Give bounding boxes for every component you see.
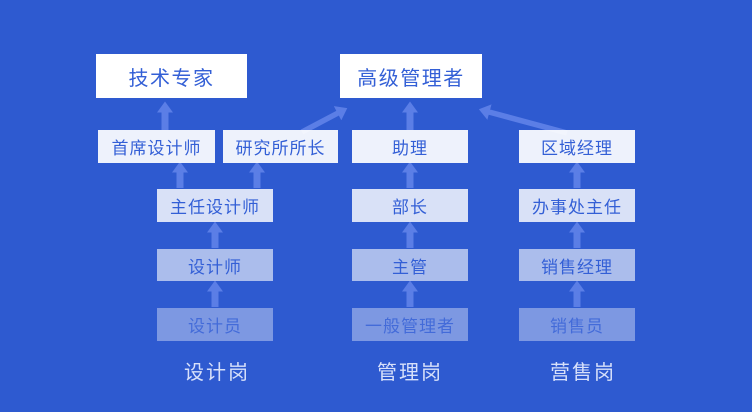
node-design-staff: 设计员 <box>157 308 273 341</box>
node-tech-expert: 技术专家 <box>96 54 247 98</box>
column-label-sales: 营售岗 <box>550 360 616 384</box>
node-office-director: 办事处主任 <box>519 189 635 222</box>
node-designer: 设计师 <box>157 249 273 281</box>
node-assistant: 助理 <box>352 130 468 163</box>
node-director-designer: 主任设计师 <box>157 189 273 222</box>
node-general-manager: 一般管理者 <box>352 308 468 341</box>
node-regional-manager: 区域经理 <box>519 130 635 163</box>
node-sales-manager: 销售经理 <box>519 249 635 281</box>
node-senior-manager: 高级管理者 <box>340 54 482 98</box>
column-label-design: 设计岗 <box>184 360 250 384</box>
node-minister: 部长 <box>352 189 468 222</box>
node-salesperson: 销售员 <box>519 308 635 341</box>
column-label-management: 管理岗 <box>377 360 443 384</box>
node-institute-director: 研究所所长 <box>223 130 338 163</box>
node-chief-designer: 首席设计师 <box>98 130 215 163</box>
node-supervisor: 主管 <box>352 249 468 281</box>
